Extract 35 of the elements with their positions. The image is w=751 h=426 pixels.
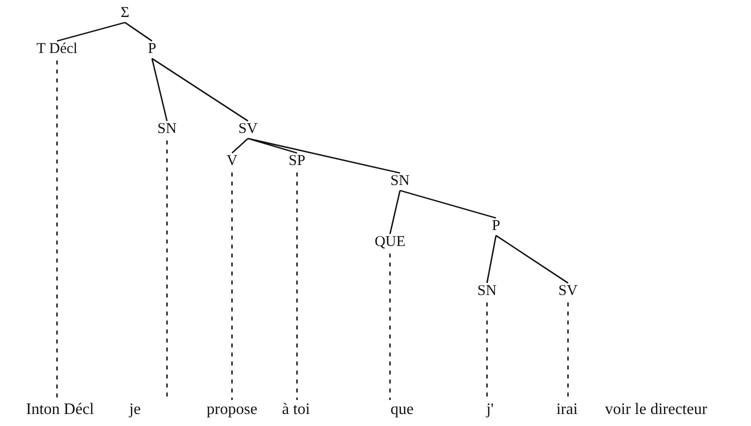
tree-branch xyxy=(496,234,568,284)
tree-label: SN xyxy=(388,172,412,190)
tree-branch xyxy=(56,22,126,42)
tree-branch xyxy=(486,235,497,284)
tree-label: SN xyxy=(155,120,179,138)
tree-branch xyxy=(232,138,248,154)
sentence-word: que xyxy=(388,400,416,420)
tree-label: QUE xyxy=(372,233,408,252)
tree-label: V xyxy=(224,152,240,170)
tree-branch xyxy=(124,22,152,42)
dashed-line xyxy=(56,60,58,400)
sentence-word: Inton Décl xyxy=(24,400,96,420)
dashed-line xyxy=(231,172,233,400)
sentence-word: irai xyxy=(554,400,580,420)
tree-branch xyxy=(248,138,298,154)
tree-branch xyxy=(400,190,496,219)
tree-branch xyxy=(151,58,168,122)
sentence-word: je xyxy=(127,400,143,420)
tree-label: SP xyxy=(286,152,308,170)
tree-label: Σ xyxy=(118,4,132,22)
tree-label: T Décl xyxy=(34,40,80,58)
tree-branch xyxy=(248,138,400,174)
tree-branch xyxy=(152,58,248,122)
sentence-word: j' xyxy=(484,400,496,420)
sentence-word: propose xyxy=(204,400,260,420)
dashed-line xyxy=(389,254,391,400)
sentence-word: à toi xyxy=(280,400,312,420)
dashed-line xyxy=(296,172,298,400)
sentence-word: voir le directeur xyxy=(604,400,708,420)
tree-label: P xyxy=(146,40,158,58)
tree-label: P xyxy=(490,217,502,236)
tree-branch xyxy=(389,190,401,234)
tree-label: SV xyxy=(236,120,260,138)
tree-label: SV xyxy=(556,282,580,300)
tree-label: SN xyxy=(475,282,499,300)
